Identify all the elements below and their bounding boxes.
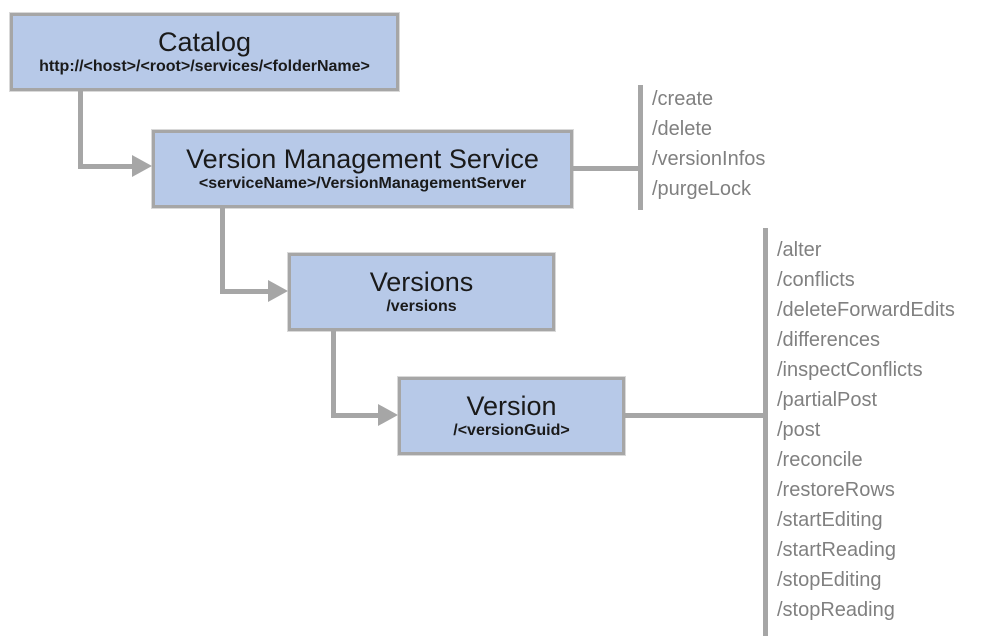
connector-vms-to-versions-vertical bbox=[220, 208, 225, 294]
endpoint-item: /restoreRows bbox=[777, 479, 895, 501]
node-versions: Versions /versions bbox=[288, 253, 555, 331]
endpoint-item: /partialPost bbox=[777, 389, 878, 411]
version-endpoint-list: /alter/conflicts/deleteForwardEdits/diff… bbox=[777, 235, 955, 625]
connector-versions-to-version-vertical bbox=[331, 331, 336, 418]
node-subtitle: /versions bbox=[386, 298, 457, 316]
endpoint-item: /create bbox=[652, 88, 714, 110]
endpoint-item: /delete bbox=[652, 118, 713, 140]
endpoint-item: /differences bbox=[777, 329, 881, 351]
endpoint-item: /stopReading bbox=[777, 599, 895, 621]
vms-endpoint-list: /create/delete/versionInfos/purgeLock bbox=[652, 84, 765, 204]
endpoint-item: /versionInfos bbox=[652, 148, 766, 170]
connector-vms-to-versions-horizontal bbox=[220, 289, 268, 294]
endpoint-item: /deleteForwardEdits bbox=[777, 299, 955, 321]
endpoint-item: /post bbox=[777, 419, 821, 441]
connector-catalog-to-vms-horizontal bbox=[78, 164, 132, 169]
endpoint-item: /alter bbox=[777, 239, 822, 261]
arrow-right-icon bbox=[132, 155, 152, 177]
endpoint-item: /conflicts bbox=[777, 269, 855, 291]
node-catalog: Catalog http://<host>/<root>/services/<f… bbox=[10, 13, 399, 91]
endpoint-item: /reconcile bbox=[777, 449, 863, 471]
connector-catalog-to-vms-vertical bbox=[78, 91, 83, 169]
connector-vms-to-endpoints bbox=[573, 166, 638, 171]
endpoint-item: /inspectConflicts bbox=[777, 359, 923, 381]
endpoint-item: /startEditing bbox=[777, 509, 883, 531]
node-title: Version bbox=[466, 390, 557, 421]
node-subtitle: <serviceName>/VersionManagementServer bbox=[198, 175, 527, 193]
node-title: Catalog bbox=[157, 26, 252, 57]
arrow-right-icon bbox=[378, 404, 398, 426]
node-title: Versions bbox=[369, 266, 474, 297]
vms-endpoints-bracket bbox=[638, 85, 643, 210]
endpoint-item: /startReading bbox=[777, 539, 896, 561]
connector-version-to-endpoints bbox=[625, 413, 763, 418]
endpoint-item: /purgeLock bbox=[652, 178, 751, 200]
version-endpoints-bracket bbox=[763, 228, 768, 636]
node-title: Version Management Service bbox=[186, 143, 539, 174]
connector-versions-to-version-horizontal bbox=[331, 413, 378, 418]
node-version: Version /<versionGuid> bbox=[398, 377, 625, 455]
endpoint-item: /stopEditing bbox=[777, 569, 882, 591]
node-subtitle: http://<host>/<root>/services/<folderNam… bbox=[39, 58, 370, 76]
node-version-management-service: Version Management Service <serviceName>… bbox=[152, 130, 573, 208]
node-subtitle: /<versionGuid> bbox=[453, 422, 570, 440]
arrow-right-icon bbox=[268, 280, 288, 302]
